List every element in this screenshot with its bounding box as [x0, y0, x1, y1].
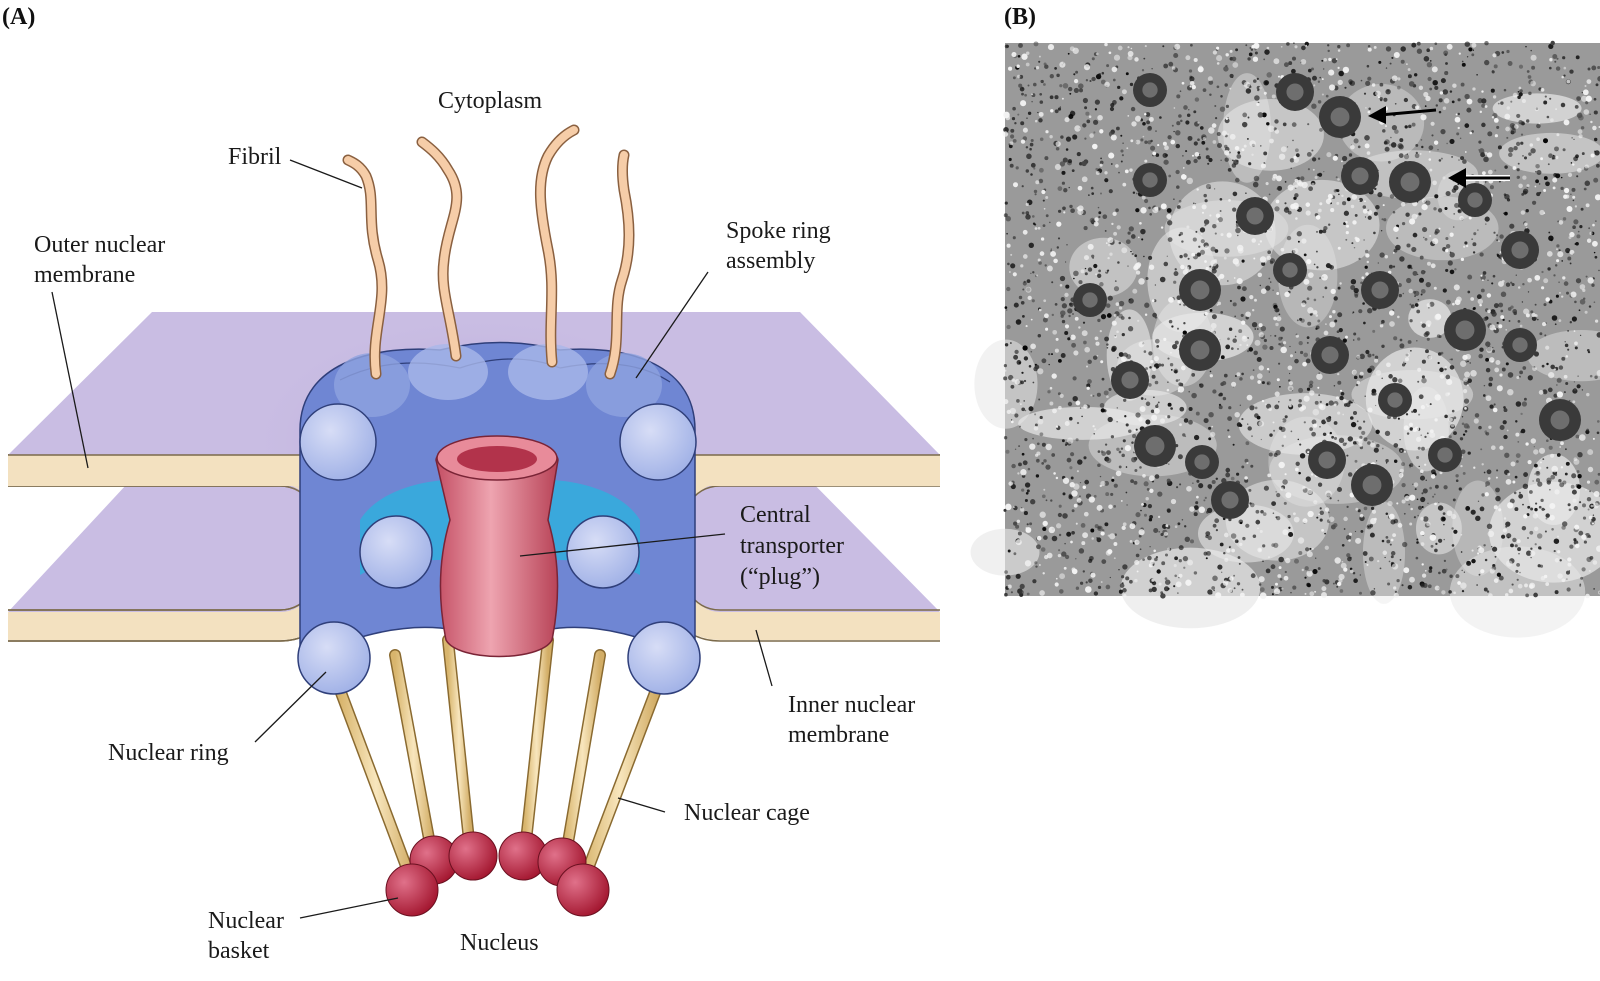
nuclear-cage [334, 634, 662, 888]
central-transporter-plug [435, 435, 559, 658]
micrograph-pore-center [1318, 451, 1336, 469]
micrograph-pore-center [1282, 262, 1298, 278]
label-central-transporter-line1: Central [740, 502, 811, 528]
micrograph-pore-center [1082, 292, 1098, 308]
label-nuclear-basket-line1: Nuclear [208, 908, 284, 934]
label-fibril: Fibril [228, 144, 282, 170]
micrograph-pore-center [1246, 207, 1264, 225]
micrograph-pores [1073, 73, 1581, 519]
micrograph-pore-center [1190, 280, 1210, 300]
label-inner-membrane-line1: Inner nuclear [788, 692, 915, 718]
micrograph-pore-center [1190, 340, 1210, 360]
label-central-transporter-line3: (“plug”) [740, 564, 820, 590]
label-outer-membrane-line1: Outer nuclear [34, 232, 165, 258]
label-nuclear-ring: Nuclear ring [108, 740, 229, 766]
leader-lines [51, 159, 773, 919]
panel-b-letter: (B) [1004, 4, 1036, 30]
micrograph-arrow-2 [1448, 168, 1510, 188]
micrograph-pore-center [1467, 192, 1483, 208]
micrograph-pore-center [1351, 167, 1369, 185]
micrograph-pore-center [1221, 491, 1239, 509]
micrograph-pore-center [1286, 83, 1304, 101]
micrograph-pore-center [1330, 107, 1350, 127]
micrograph-pore-center [1321, 346, 1339, 364]
label-cytoplasm: Cytoplasm [438, 88, 542, 114]
micrograph-pore-center [1400, 172, 1420, 192]
micrograph-pore-center [1194, 454, 1210, 470]
micrograph-pore-center [1142, 172, 1158, 188]
micrograph-pore-center [1145, 436, 1165, 456]
label-inner-membrane-line2: membrane [788, 722, 889, 748]
fibrils [342, 124, 635, 380]
panel-a-letter: (A) [2, 4, 35, 30]
micrograph-pore-center [1371, 281, 1389, 299]
micrograph-pore-center [1511, 241, 1529, 259]
micrograph-texture [970, 40, 1600, 638]
micrograph-pore-center [1121, 371, 1139, 389]
micrograph-pore-center [1142, 82, 1158, 98]
label-nucleus: Nucleus [460, 930, 539, 956]
label-central-transporter-line2: transporter [740, 533, 844, 559]
micrograph-pore-center [1512, 337, 1528, 353]
micrograph-arrow-1 [1368, 106, 1437, 124]
nuclear-basket [385, 831, 610, 917]
micrograph-pore-center [1550, 410, 1570, 430]
panel-b: (B) [970, 4, 1600, 638]
electron-micrograph [970, 40, 1600, 638]
micrograph-pore-center [1455, 320, 1475, 340]
panel-a: (A) [2, 4, 940, 964]
label-nuclear-cage: Nuclear cage [684, 800, 810, 826]
micrograph-pore-center [1387, 392, 1403, 408]
label-nuclear-basket-line2: basket [208, 938, 270, 964]
label-spoke-ring-line2: assembly [726, 248, 815, 274]
label-outer-membrane-line2: membrane [34, 262, 135, 288]
panel-a-labels: Cytoplasm Fibril Outer nuclear membrane … [34, 88, 915, 964]
micrograph-pore-center [1362, 475, 1382, 495]
micrograph-pore-center [1437, 447, 1453, 463]
label-spoke-ring-line1: Spoke ring [726, 218, 831, 244]
